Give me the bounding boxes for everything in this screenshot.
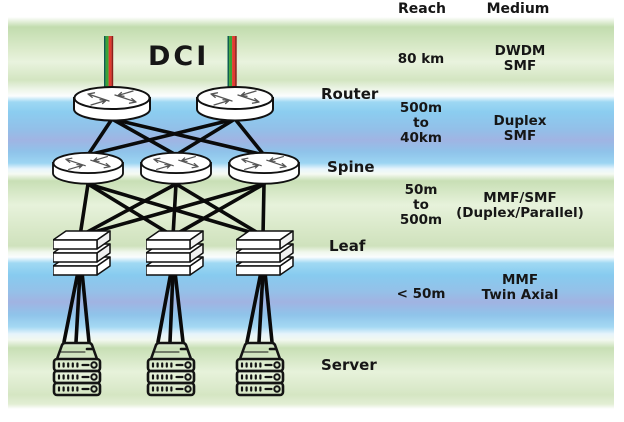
medium-value: MMF/SMF (Duplex/Parallel)	[456, 190, 584, 221]
reach-value: < 50m	[396, 286, 446, 302]
tier-label-spine: Spine	[327, 158, 375, 176]
reach-value: 50m to 500m	[399, 182, 443, 228]
tier-label-server: Server	[321, 356, 377, 374]
dci-fiber-cable	[227, 36, 237, 93]
leaf-switch-icon	[236, 230, 294, 276]
leaf-switch-icon	[146, 230, 204, 276]
medium-value: Duplex SMF	[493, 113, 547, 144]
router-icon	[196, 86, 274, 122]
medium-value: DWDM SMF	[494, 43, 546, 74]
leaf-server-links	[62, 270, 274, 344]
dci-fiber-cable	[104, 36, 114, 93]
tier-label-leaf: Leaf	[329, 237, 366, 255]
router-spine-links	[86, 117, 266, 157]
server-icon	[235, 341, 285, 397]
leaf-switch-icon	[53, 230, 111, 276]
server-icon	[52, 341, 102, 397]
spine-switch-icon	[140, 151, 212, 185]
reach-value: 500m to 40km	[399, 100, 443, 146]
dci-label: DCI	[148, 41, 210, 72]
reach-value: 80 km	[397, 51, 445, 67]
reach-column-header: Reach	[398, 1, 446, 17]
medium-column-header: Medium	[486, 1, 550, 17]
medium-value: MMF Twin Axial	[481, 272, 559, 303]
spine-leaf-links	[78, 182, 266, 238]
spine-switch-icon	[228, 151, 300, 185]
tier-label-router: Router	[321, 85, 379, 103]
server-icon	[146, 341, 196, 397]
spine-switch-icon	[52, 151, 124, 185]
router-icon	[73, 86, 151, 122]
